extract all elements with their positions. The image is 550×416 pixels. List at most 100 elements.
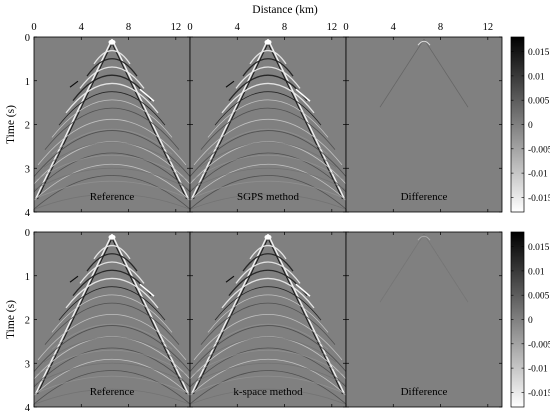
- direct-wave-left-shadow: [193, 234, 270, 395]
- colorbar-tick-label: -0.005: [528, 145, 550, 155]
- reflection-event: [190, 347, 346, 388]
- direct-wave-left: [35, 38, 113, 199]
- y-tick-label: 1: [25, 77, 30, 88]
- reflection-event: [221, 82, 315, 114]
- wavefield: [190, 38, 346, 210]
- deep-event: [190, 362, 346, 386]
- direct-wave-right: [267, 38, 345, 199]
- panel-caption: Reference: [90, 386, 135, 398]
- diffraction-streak: [139, 88, 155, 102]
- reflection-event: [34, 325, 190, 373]
- deep-event: [34, 375, 190, 395]
- direct-wave-right-shadow: [110, 39, 187, 200]
- colorbar-tick-label: 0: [528, 316, 533, 326]
- panel-caption: Difference: [401, 386, 448, 398]
- reflection-event: [190, 152, 346, 193]
- reflection-event: [79, 66, 145, 89]
- reflection-event: [37, 314, 187, 361]
- deep-event: [191, 349, 345, 376]
- residual-right: [423, 38, 469, 108]
- reflection-event: [86, 253, 138, 272]
- deep-event: [34, 167, 190, 191]
- reflection-event: [235, 66, 301, 89]
- x-tick-label: 0: [187, 22, 192, 33]
- reflection-event: [221, 277, 315, 309]
- x-tick-label: 8: [126, 22, 131, 33]
- reflection-event: [242, 58, 294, 77]
- panel-background: [346, 232, 502, 407]
- x-tick-label: 0: [31, 22, 36, 33]
- residual-apex: [417, 40, 431, 46]
- panel-caption: Reference: [90, 191, 135, 203]
- reflection-event: [34, 152, 190, 193]
- reflection-event: [190, 130, 346, 178]
- y-tick-label: 2: [25, 316, 30, 327]
- reflection-event: [51, 99, 173, 138]
- reflection-event: [86, 58, 138, 77]
- panel-2-3: Difference: [345, 231, 503, 408]
- x-tick-label: 4: [79, 22, 85, 33]
- deep-event: [190, 388, 346, 405]
- x-tick-label: 8: [282, 22, 287, 33]
- y-tick-label: 4: [25, 208, 31, 219]
- deep-event: [199, 141, 337, 168]
- residual-left: [379, 38, 425, 108]
- source-apex: [108, 39, 116, 45]
- colorbar-tick-label: -0.005: [528, 340, 550, 350]
- panel-2-1: Reference: [33, 231, 191, 408]
- reflection-event: [93, 244, 131, 260]
- deep-event: [34, 362, 190, 386]
- reflection-event: [200, 302, 336, 345]
- residual-apex: [417, 235, 431, 241]
- direct-wave-left-shadow: [193, 39, 270, 200]
- direct-wave-right: [111, 38, 189, 199]
- residual-left: [379, 233, 425, 303]
- wavefield: [190, 233, 346, 405]
- y-tick-label: 2: [25, 121, 30, 132]
- reflection-event: [93, 49, 131, 65]
- direct-wave-right-shadow: [266, 39, 343, 200]
- panel-caption: Difference: [401, 191, 448, 203]
- top-axis-label: Distance (km): [252, 4, 318, 16]
- colorbar-tick-label: 0.005: [528, 292, 550, 302]
- source-apex: [264, 234, 272, 240]
- reflection-event: [34, 175, 190, 210]
- wavefield: [379, 38, 469, 108]
- panel-1-1: Reference: [33, 36, 191, 213]
- direct-wave-left: [35, 233, 113, 394]
- deep-event: [34, 388, 190, 405]
- source-apex: [108, 234, 116, 240]
- reflection-event: [44, 302, 180, 345]
- y-tick-label: 4: [25, 403, 31, 414]
- deep-event: [190, 180, 346, 200]
- reflection-event: [44, 107, 180, 150]
- colorbar-tick-label: -0.015: [528, 389, 550, 399]
- diffraction-streak: [225, 275, 235, 283]
- y-tick-label: 3: [25, 164, 30, 175]
- reflection-event: [249, 244, 287, 260]
- panel-background: [346, 37, 502, 212]
- direct-wave-right: [267, 233, 345, 394]
- residual-right: [423, 233, 469, 303]
- reflection-event: [190, 325, 346, 373]
- deep-event: [43, 141, 181, 168]
- colorbar-tick-label: 0: [528, 121, 533, 131]
- wavefield: [34, 233, 190, 405]
- reflection-event: [58, 91, 166, 126]
- deep-event: [199, 336, 337, 363]
- deep-event: [191, 154, 345, 181]
- x-tick-label: 4: [391, 22, 397, 33]
- direct-wave-left: [191, 233, 269, 394]
- reflection-event: [207, 294, 329, 333]
- direct-wave-right-shadow: [110, 234, 187, 395]
- colorbar-tick-label: -0.01: [528, 170, 548, 180]
- x-tick-label: 0: [343, 22, 348, 33]
- y-axis-title: Time (s): [5, 300, 17, 339]
- direct-wave-left: [191, 38, 269, 199]
- panel-1-2: SGPS method: [189, 36, 347, 213]
- deep-event: [34, 180, 190, 200]
